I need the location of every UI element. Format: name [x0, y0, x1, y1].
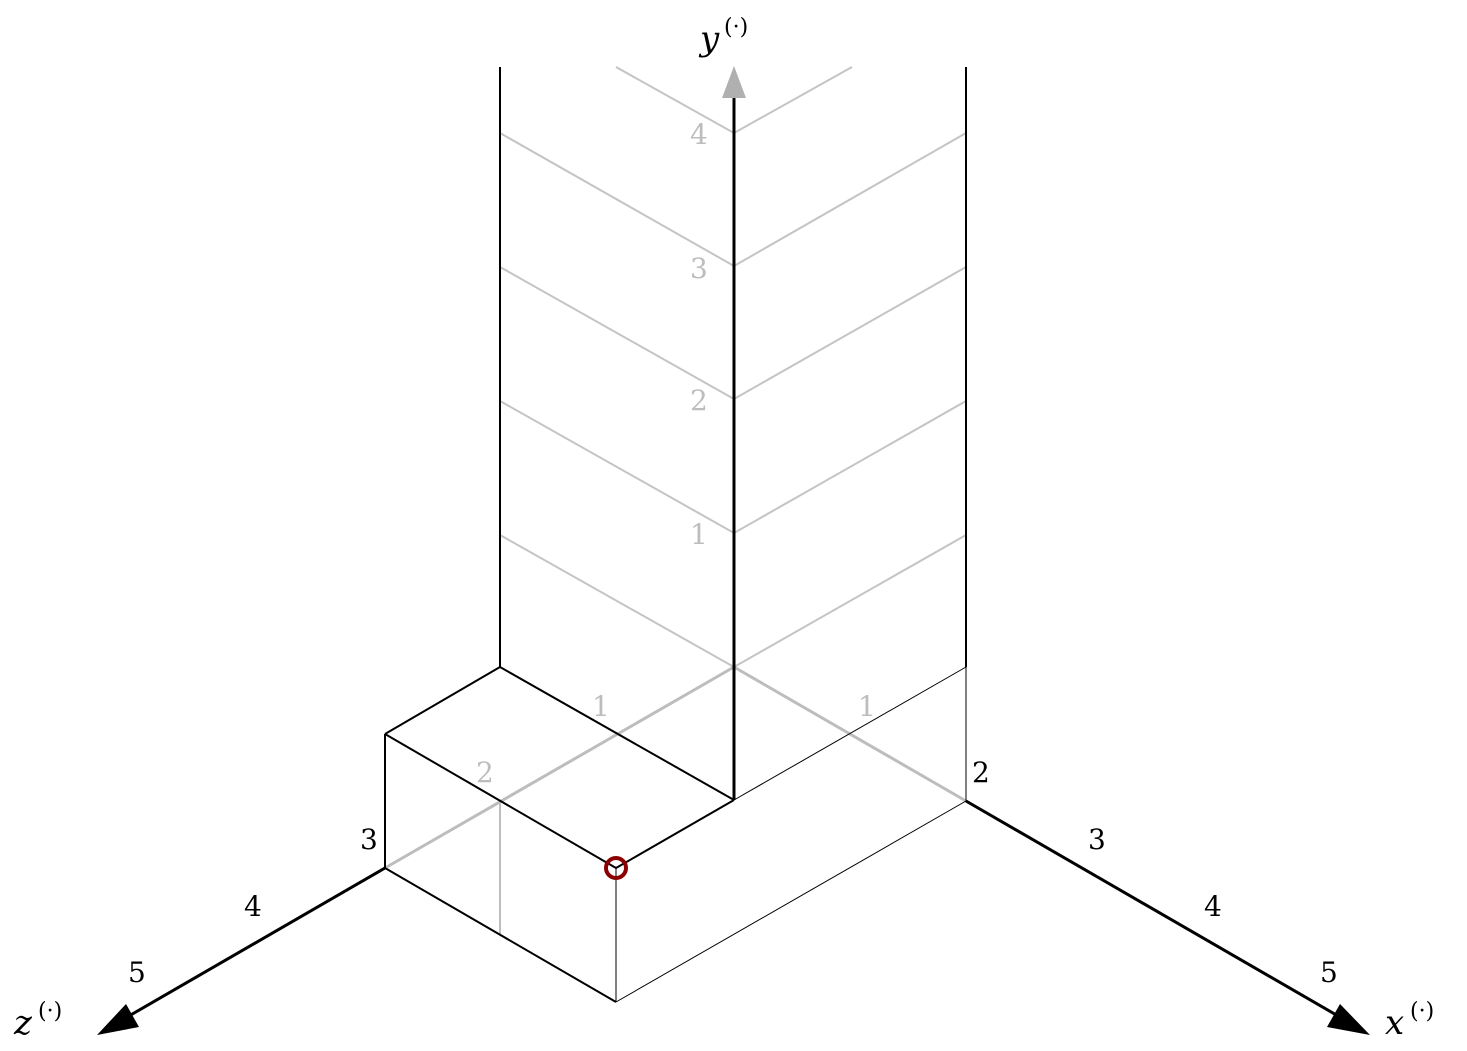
grid-line	[733, 66, 853, 134]
grid-line	[733, 132, 967, 267]
z-axis-label: z (·)	[13, 999, 62, 1043]
y-axis-arrowhead	[722, 66, 746, 98]
back-wall-grid	[499, 66, 967, 668]
grid-line	[499, 266, 735, 400]
y-axis-superscript: (·)	[724, 15, 748, 40]
x-axis-superscript: (·)	[1410, 999, 1434, 1024]
grid-line	[733, 266, 967, 400]
x-axis-label: x (·)	[1385, 999, 1434, 1043]
x-tick-label: 1	[858, 690, 876, 723]
circle-marker	[604, 856, 628, 880]
z-tick-label: 5	[128, 956, 146, 989]
floor-edge	[384, 665, 735, 870]
x-tick-label: 2	[972, 756, 990, 789]
box-edge	[499, 666, 735, 801]
box-edges	[384, 666, 735, 1003]
box-edge	[733, 666, 967, 801]
box-edge	[615, 800, 967, 1003]
grid-line	[615, 66, 735, 134]
y-axis-label: y (·)	[698, 15, 748, 59]
box-edge	[384, 666, 501, 735]
x-axis-name: x	[1385, 1003, 1404, 1043]
y-tick-label: 1	[690, 518, 708, 551]
box-edge	[615, 799, 735, 869]
z-axis-arrowhead	[97, 1004, 139, 1035]
z-tick-label: 2	[476, 756, 494, 789]
grid-line	[499, 534, 735, 668]
y-tick-label: 4	[690, 118, 708, 151]
grid-line	[733, 400, 967, 534]
x-axis	[965, 799, 1346, 1022]
box-thin-edges	[615, 666, 967, 1003]
box-edge	[384, 733, 617, 869]
x-tick-label: 5	[1320, 956, 1338, 989]
z-tick-label: 4	[244, 890, 262, 923]
x-tick-label: 4	[1204, 890, 1222, 923]
z-tick-label: 1	[592, 690, 610, 723]
grid-line	[499, 400, 735, 534]
y-tick-label: 2	[690, 384, 708, 417]
z-axis-superscript: (·)	[38, 999, 62, 1024]
grid-line	[733, 534, 967, 668]
x-tick-label: 3	[1088, 823, 1106, 856]
grid-line	[499, 132, 735, 267]
x-axis-arrowhead	[1327, 1004, 1370, 1035]
box-edge	[384, 867, 617, 1003]
y-axis-name: y	[698, 19, 720, 59]
y-tick-label: 3	[690, 252, 708, 285]
z-tick-label: 3	[360, 823, 378, 856]
wall-edges	[499, 67, 967, 667]
z-axis-name: z	[13, 1003, 33, 1043]
z-axis	[121, 866, 386, 1022]
